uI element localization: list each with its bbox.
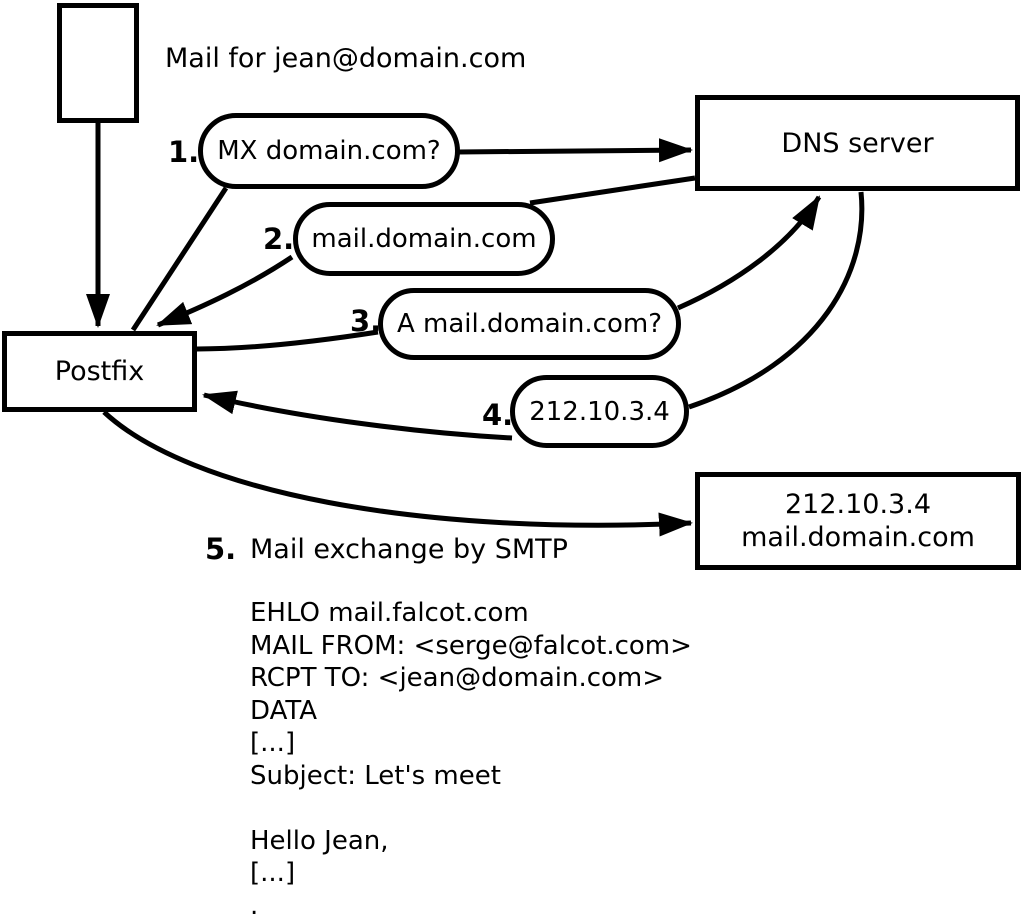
diagram-title: Mail for jean@domain.com	[165, 43, 527, 74]
smtp-line: Subject: Let's meet	[250, 760, 501, 791]
step3-number: 3.	[350, 304, 382, 338]
step1-number: 1.	[168, 135, 200, 169]
dns-server-label: DNS server	[781, 127, 934, 159]
query3-pill: A mail.domain.com?	[378, 288, 681, 360]
step2-number: 2.	[263, 222, 295, 256]
arrow-query3-to-dns	[676, 195, 822, 311]
response2-label: mail.domain.com	[311, 224, 537, 254]
line-postfix-to-query1	[130, 186, 229, 332]
mail-server-node: 212.10.3.4 mail.domain.com	[695, 472, 1021, 570]
response4-label: 212.10.3.4	[529, 396, 670, 427]
smtp-line: Hello Jean,	[250, 825, 389, 856]
smtp-session-text: EHLO mail.falcot.com MAIL FROM: <serge@f…	[250, 597, 692, 919]
arrow-response2-to-postfix	[156, 254, 294, 328]
query1-label: MX domain.com?	[217, 136, 441, 166]
line-dns-to-response4	[688, 191, 865, 410]
response4-pill: 212.10.3.4	[510, 375, 689, 448]
arrow-query1-to-dns	[457, 138, 693, 163]
step4-number: 4.	[482, 398, 514, 432]
mail-server-hostname: mail.domain.com	[741, 522, 975, 553]
smtp-line: DATA	[250, 695, 317, 726]
postfix-node: Postfix	[2, 331, 197, 412]
line-dns-to-response2	[529, 175, 696, 206]
query1-pill: MX domain.com?	[198, 113, 460, 189]
smtp-line-blank	[250, 792, 692, 825]
step5-label: Mail exchange by SMTP	[250, 534, 568, 565]
arrow-response4-to-postfix	[202, 390, 513, 441]
smtp-line: MAIL FROM: <serge@falcot.com>	[250, 630, 692, 661]
smtp-line: [...]	[250, 728, 296, 758]
dns-server-node: DNS server	[695, 95, 1020, 191]
smtp-line-terminator: .	[250, 890, 259, 919]
smtp-line: EHLO mail.falcot.com	[250, 598, 529, 628]
mail-server-ip: 212.10.3.4	[785, 489, 931, 520]
response2-pill: mail.domain.com	[293, 202, 555, 276]
smtp-line: RCPT TO: <jean@domain.com>	[250, 663, 665, 693]
postfix-label: Postfix	[54, 356, 145, 387]
smtp-line: [...]	[250, 858, 296, 888]
mail-message-box	[57, 3, 139, 123]
step5-number: 5.	[205, 532, 237, 566]
query3-label: A mail.domain.com?	[397, 309, 662, 339]
